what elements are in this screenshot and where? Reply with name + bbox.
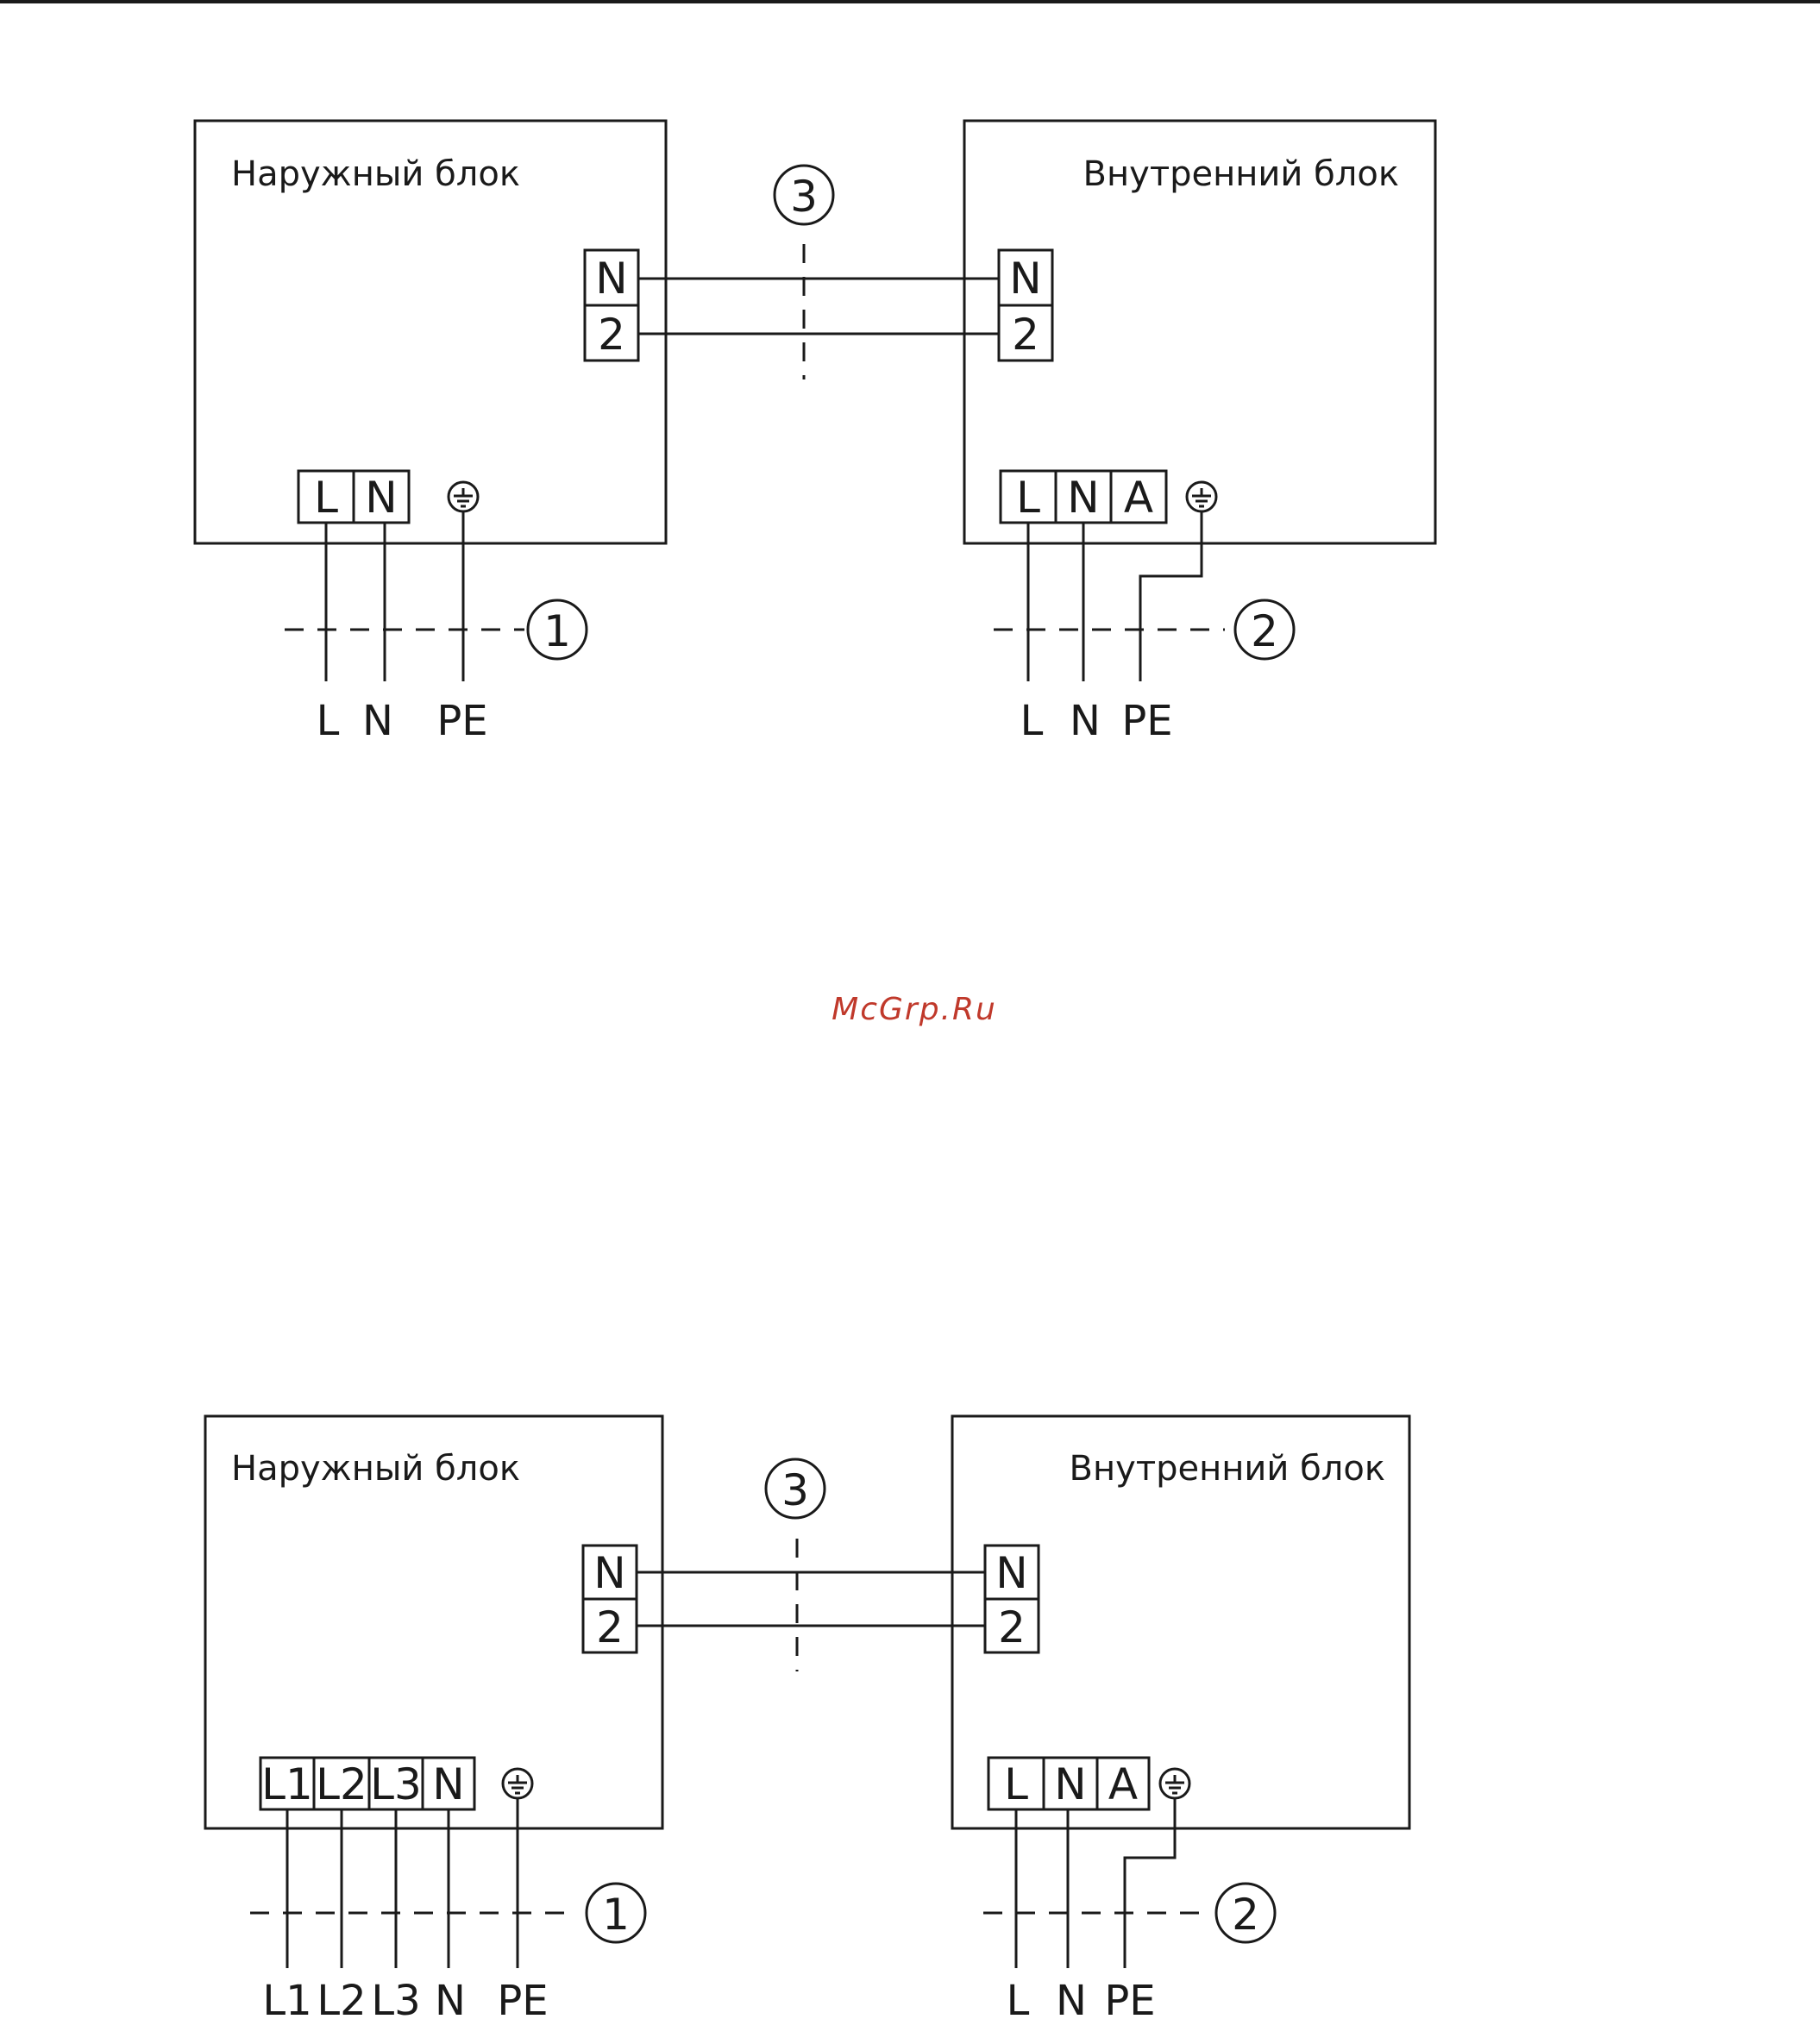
outdoor-unit-title: Наружный блок	[231, 1449, 520, 1489]
terminal-label: 2	[1012, 310, 1039, 360]
callout-3: 3	[781, 1465, 809, 1515]
terminal-label: L3	[370, 1759, 422, 1809]
diagram-single-phase: Наружный блок Внутренний блок N 2 N 2 3 …	[195, 121, 1435, 745]
supply-wire-pe	[1125, 1798, 1175, 1968]
ground-icon	[1187, 482, 1216, 511]
supply-wire-pe	[1140, 511, 1202, 681]
wire-label: L2	[317, 1977, 366, 2019]
terminal-label: L2	[316, 1759, 367, 1809]
indoor-unit-title: Внутренний блок	[1070, 1449, 1385, 1489]
terminal-label: L	[1004, 1759, 1028, 1809]
terminal-label: N	[995, 1548, 1027, 1598]
indoor-unit-title: Внутренний блок	[1083, 154, 1399, 194]
terminal-label: N	[432, 1759, 464, 1809]
callout-3: 3	[790, 172, 818, 222]
wire-label: N	[362, 697, 393, 745]
terminal-label: N	[1067, 473, 1099, 523]
callout-2: 2	[1232, 1890, 1259, 1940]
wire-label: PE	[436, 697, 487, 745]
terminal-label: L	[314, 473, 338, 523]
wire-label: N	[1056, 1977, 1087, 2019]
terminal-label: 2	[598, 310, 625, 360]
terminal-label: N	[595, 254, 627, 304]
callout-1: 1	[602, 1890, 630, 1940]
terminal-label: N	[1054, 1759, 1086, 1809]
terminal-label: 2	[998, 1602, 1026, 1652]
ground-icon	[449, 482, 478, 511]
wire-label: N	[1070, 697, 1101, 745]
wire-label: L	[1020, 697, 1044, 745]
terminal-label: N	[365, 473, 397, 523]
wire-label: L3	[371, 1977, 420, 2019]
wire-label: L	[1007, 1977, 1030, 2019]
wire-label: N	[435, 1977, 466, 2019]
terminal-label: L1	[261, 1759, 313, 1809]
terminal-label: A	[1108, 1759, 1138, 1809]
callout-2: 2	[1251, 606, 1278, 656]
ground-icon	[1160, 1769, 1189, 1798]
watermark: McGrp.Ru	[832, 992, 997, 1027]
wire-label: L1	[262, 1977, 311, 2019]
terminal-label: 2	[596, 1602, 624, 1652]
callout-1: 1	[543, 606, 571, 656]
outdoor-unit-title: Наружный блок	[231, 154, 520, 194]
terminal-label: N	[1009, 254, 1041, 304]
wire-label: PE	[1121, 697, 1172, 745]
ground-icon	[503, 1769, 532, 1798]
terminal-label: A	[1124, 473, 1153, 523]
diagram-three-phase: Наружный блок Внутренний блок N 2 N 2 3 …	[205, 1416, 1409, 2019]
wire-label: PE	[497, 1977, 548, 2019]
terminal-label: N	[593, 1548, 625, 1598]
wire-label: L	[317, 697, 340, 745]
wire-label: PE	[1104, 1977, 1155, 2019]
terminal-label: L	[1016, 473, 1040, 523]
